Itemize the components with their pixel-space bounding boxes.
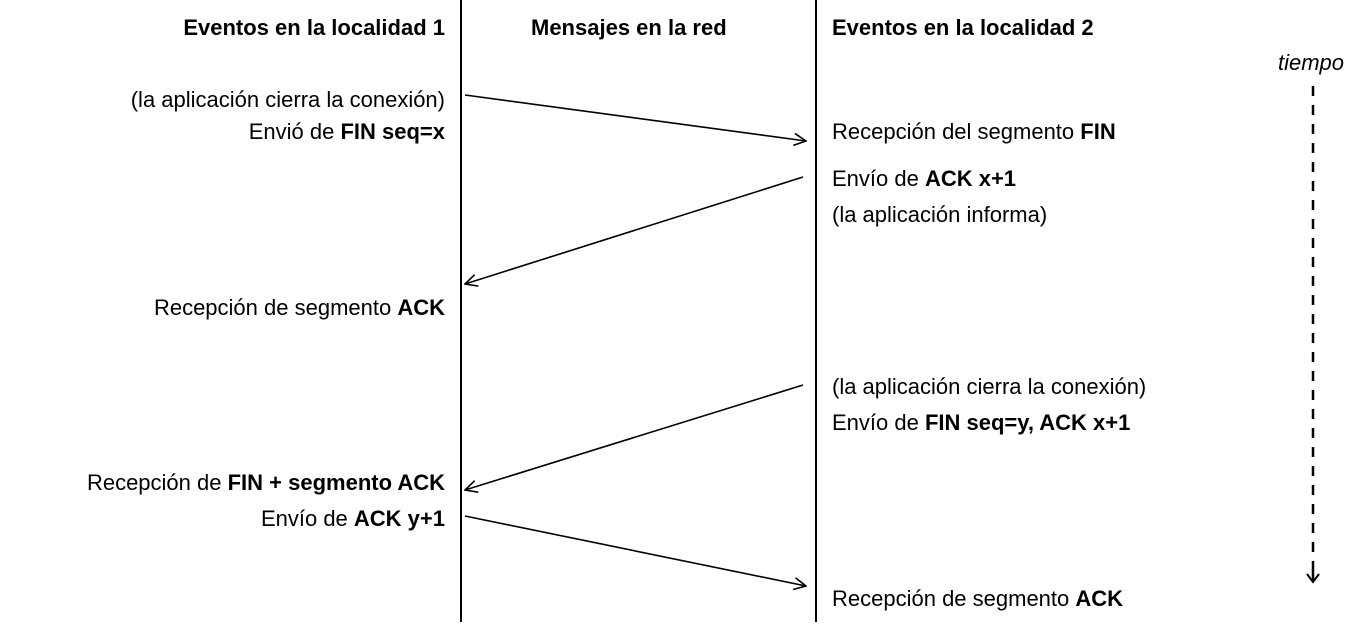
site2-event-send-fin-ack: Envío de FIN seq=y, ACK x+1 <box>832 410 1131 435</box>
site1-event-receive-fin-ack: Recepción de FIN + segmento ACK <box>86 470 445 495</box>
message-final-ack-arrow <box>464 515 806 586</box>
site1-event-receive-ack: Recepción de segmento ACK <box>153 295 445 320</box>
site2-event-send-ack: Envío de ACK x+1 <box>832 166 1017 191</box>
header-site2: Eventos en la localidad 2 <box>832 15 1094 40</box>
message-ack-arrow <box>465 176 804 284</box>
site1-event-send-ack: Envío de ACK y+1 <box>260 506 445 531</box>
header-network: Mensajes en la red <box>531 15 727 40</box>
time-axis-label: tiempo <box>1278 50 1345 75</box>
message-fin-arrow <box>464 94 806 141</box>
site2-event-app-informs: (la aplicación informa) <box>832 202 1048 227</box>
message-fin-ack-arrow <box>465 384 804 490</box>
site2-event-receive-fin: Recepción del segmento FIN <box>832 119 1116 144</box>
site2-event-receive-ack: Recepción de segmento ACK <box>832 586 1124 611</box>
site1-event-app-close: (la aplicación cierra la conexión) <box>130 87 445 112</box>
site2-event-app-close: (la aplicación cierra la conexión) <box>832 374 1147 399</box>
site1-event-send-fin: Envió de FIN seq=x <box>248 119 445 144</box>
header-site1: Eventos en la localidad 1 <box>183 15 445 40</box>
